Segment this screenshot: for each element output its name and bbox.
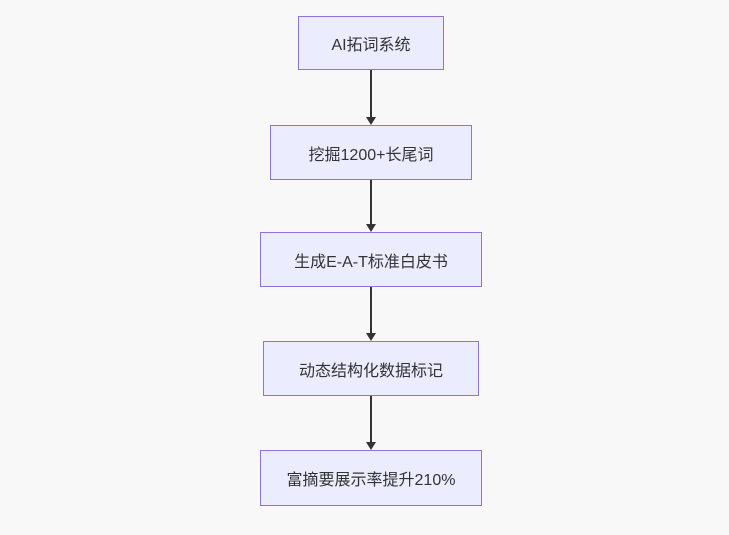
flowchart-node-ai-expand-system: AI拓词系统 — [298, 16, 444, 70]
flow-arrow-3 — [366, 287, 376, 341]
arrow-head-icon — [366, 224, 376, 232]
flow-arrow-1 — [366, 70, 376, 125]
arrow-line — [370, 180, 372, 225]
node-label: 富摘要展示率提升210% — [286, 472, 456, 489]
flowchart-node-longtail-keywords: 挖掘1200+长尾词 — [270, 125, 472, 180]
arrow-head-icon — [366, 442, 376, 450]
arrow-line — [370, 396, 372, 443]
arrow-line — [370, 70, 372, 118]
arrow-head-icon — [366, 117, 376, 125]
node-label: AI拓词系统 — [331, 37, 411, 54]
arrow-head-icon — [366, 333, 376, 341]
flowchart-node-rich-snippet-rate: 富摘要展示率提升210% — [260, 450, 482, 506]
node-label: 动态结构化数据标记 — [298, 362, 443, 380]
flow-arrow-4 — [366, 396, 376, 450]
flowchart-node-structured-data: 动态结构化数据标记 — [263, 341, 479, 396]
arrow-line — [370, 287, 372, 334]
node-label: 生成E-A-T标准白皮书 — [294, 253, 448, 271]
flowchart-node-eat-whitepaper: 生成E-A-T标准白皮书 — [260, 232, 482, 287]
flow-arrow-2 — [366, 180, 376, 232]
node-label: 挖掘1200+长尾词 — [308, 146, 434, 164]
